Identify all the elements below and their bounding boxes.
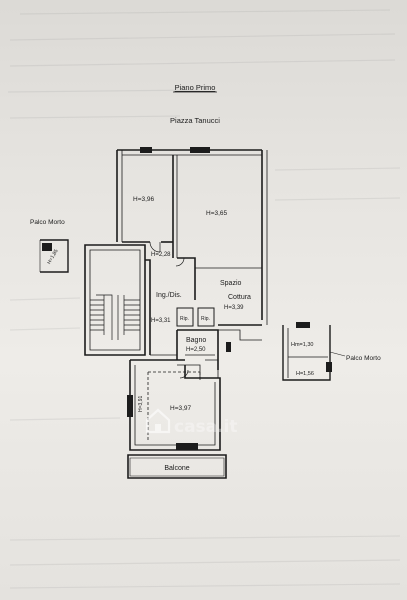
watermark-text: casa.it bbox=[174, 417, 238, 437]
balcone-label: Balcone bbox=[164, 465, 189, 472]
rip1-label: Rip. bbox=[180, 316, 189, 322]
watermark: casa.it bbox=[145, 408, 238, 437]
room2-height: H=3,65 bbox=[206, 210, 228, 217]
room3-height: H=3,97 bbox=[170, 405, 192, 412]
palco-morto-right-leader bbox=[329, 351, 346, 357]
corridor-height: H=2,28 bbox=[151, 252, 171, 258]
spazio-label: Spazio bbox=[220, 280, 242, 287]
ingdis-label: Ing./Dis. bbox=[156, 292, 182, 299]
door-swings bbox=[149, 241, 189, 379]
room1-height: H=3,96 bbox=[133, 196, 155, 203]
bagno-label: Bagno bbox=[186, 337, 206, 344]
side-height: H=3,91 bbox=[138, 396, 144, 412]
rip2-label: Rip. bbox=[201, 316, 210, 322]
house-logo-icon bbox=[145, 408, 171, 434]
cottura-height: H=3,39 bbox=[224, 305, 244, 311]
background-bleed-lines bbox=[7, 9, 401, 589]
walls bbox=[84, 147, 268, 479]
palco-right-height-1: Hm=1,30 bbox=[291, 342, 313, 348]
palco-morto-right bbox=[282, 322, 332, 381]
ingdis-height: H=3,31 bbox=[151, 318, 171, 324]
palco-right-height-2: H=1,56 bbox=[296, 371, 314, 377]
plan-title: Piano Primo bbox=[175, 83, 216, 92]
cottura-label: Cottura bbox=[228, 294, 251, 301]
bagno-height: H=2,50 bbox=[186, 347, 206, 353]
palco-morto-left bbox=[39, 239, 69, 273]
street-label: Piazza Tanucci bbox=[170, 116, 220, 125]
palco-morto-right-label: Palco Morto bbox=[346, 355, 381, 362]
palco-morto-left-label: Palco Morto bbox=[30, 219, 65, 226]
